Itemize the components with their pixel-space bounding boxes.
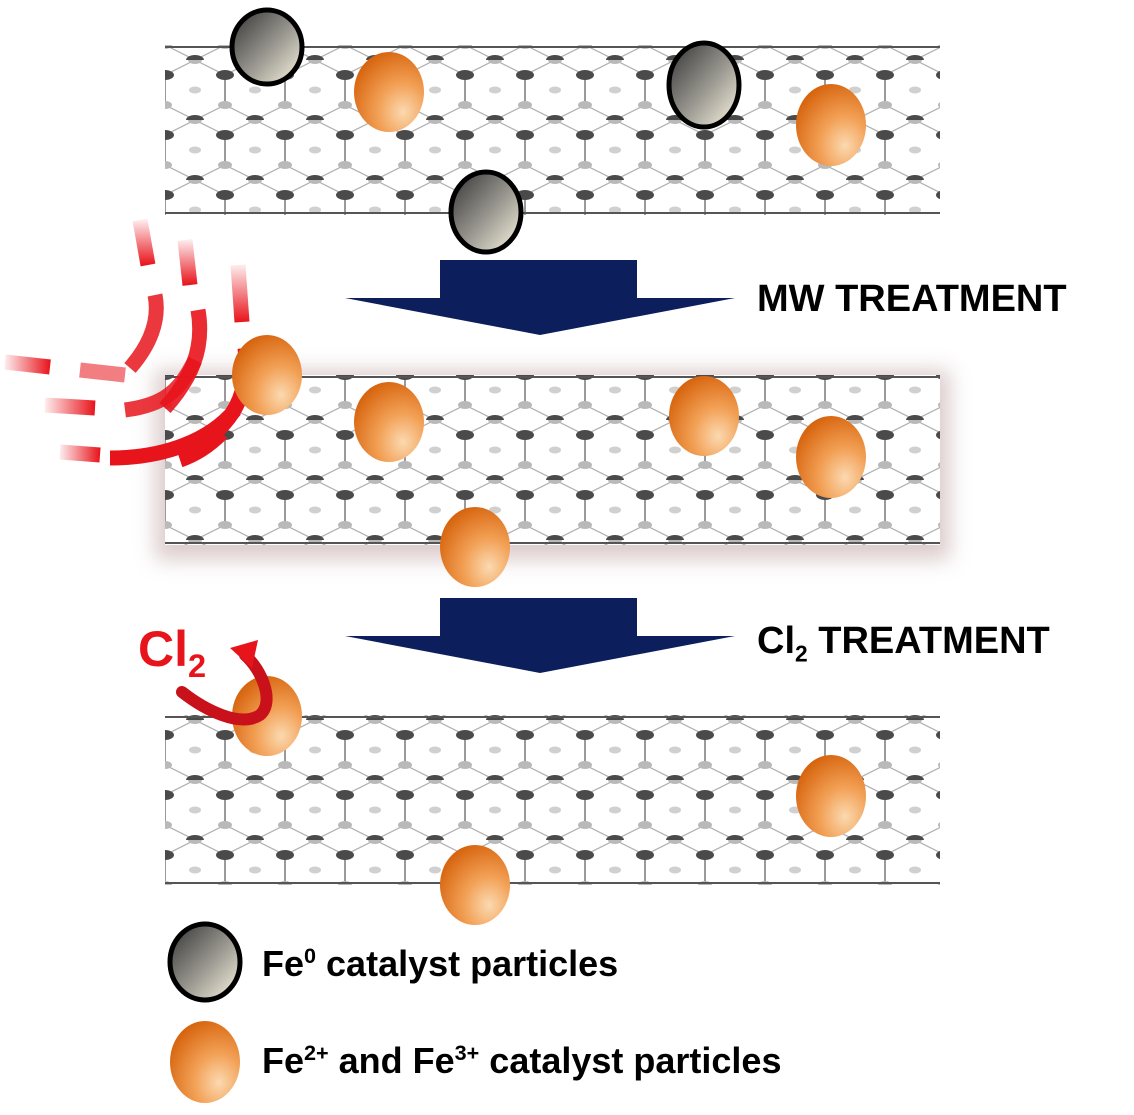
fe23-particle <box>796 755 866 837</box>
microwave-icon <box>4 218 254 468</box>
tube-2-particles <box>232 335 866 587</box>
cl2-annotation: Cl2 <box>138 621 207 684</box>
tube-3-particles <box>232 676 866 925</box>
fe23-particle-icon <box>170 1021 240 1103</box>
fe0-particle-icon <box>167 921 243 1003</box>
fe23-particle <box>440 845 510 925</box>
fe23-particle <box>796 416 866 498</box>
fe23-particle <box>232 335 302 415</box>
legend-item-fe0: Fe0 catalyst particles <box>262 943 619 984</box>
cl2-arrow-icon <box>176 640 273 726</box>
tube-1-particles <box>229 7 866 255</box>
process-arrow-2 <box>345 598 735 673</box>
fe0-particle <box>229 7 305 87</box>
nanotube-2 <box>155 370 950 560</box>
fe23-particle <box>440 507 510 587</box>
fe23-particle <box>669 376 739 456</box>
step-2-label: Cl2 TREATMENT <box>757 620 1050 667</box>
fe0-particle <box>448 169 524 255</box>
fe23-particle <box>354 52 424 132</box>
fe0-particle <box>666 40 742 130</box>
step-1-label: MW TREATMENT <box>757 278 1067 320</box>
process-arrow-1 <box>345 260 735 335</box>
fe23-particle <box>354 382 424 462</box>
fe23-particle <box>796 84 866 166</box>
legend-item-fe23: Fe2+ and Fe3+ catalyst particles <box>262 1040 782 1081</box>
